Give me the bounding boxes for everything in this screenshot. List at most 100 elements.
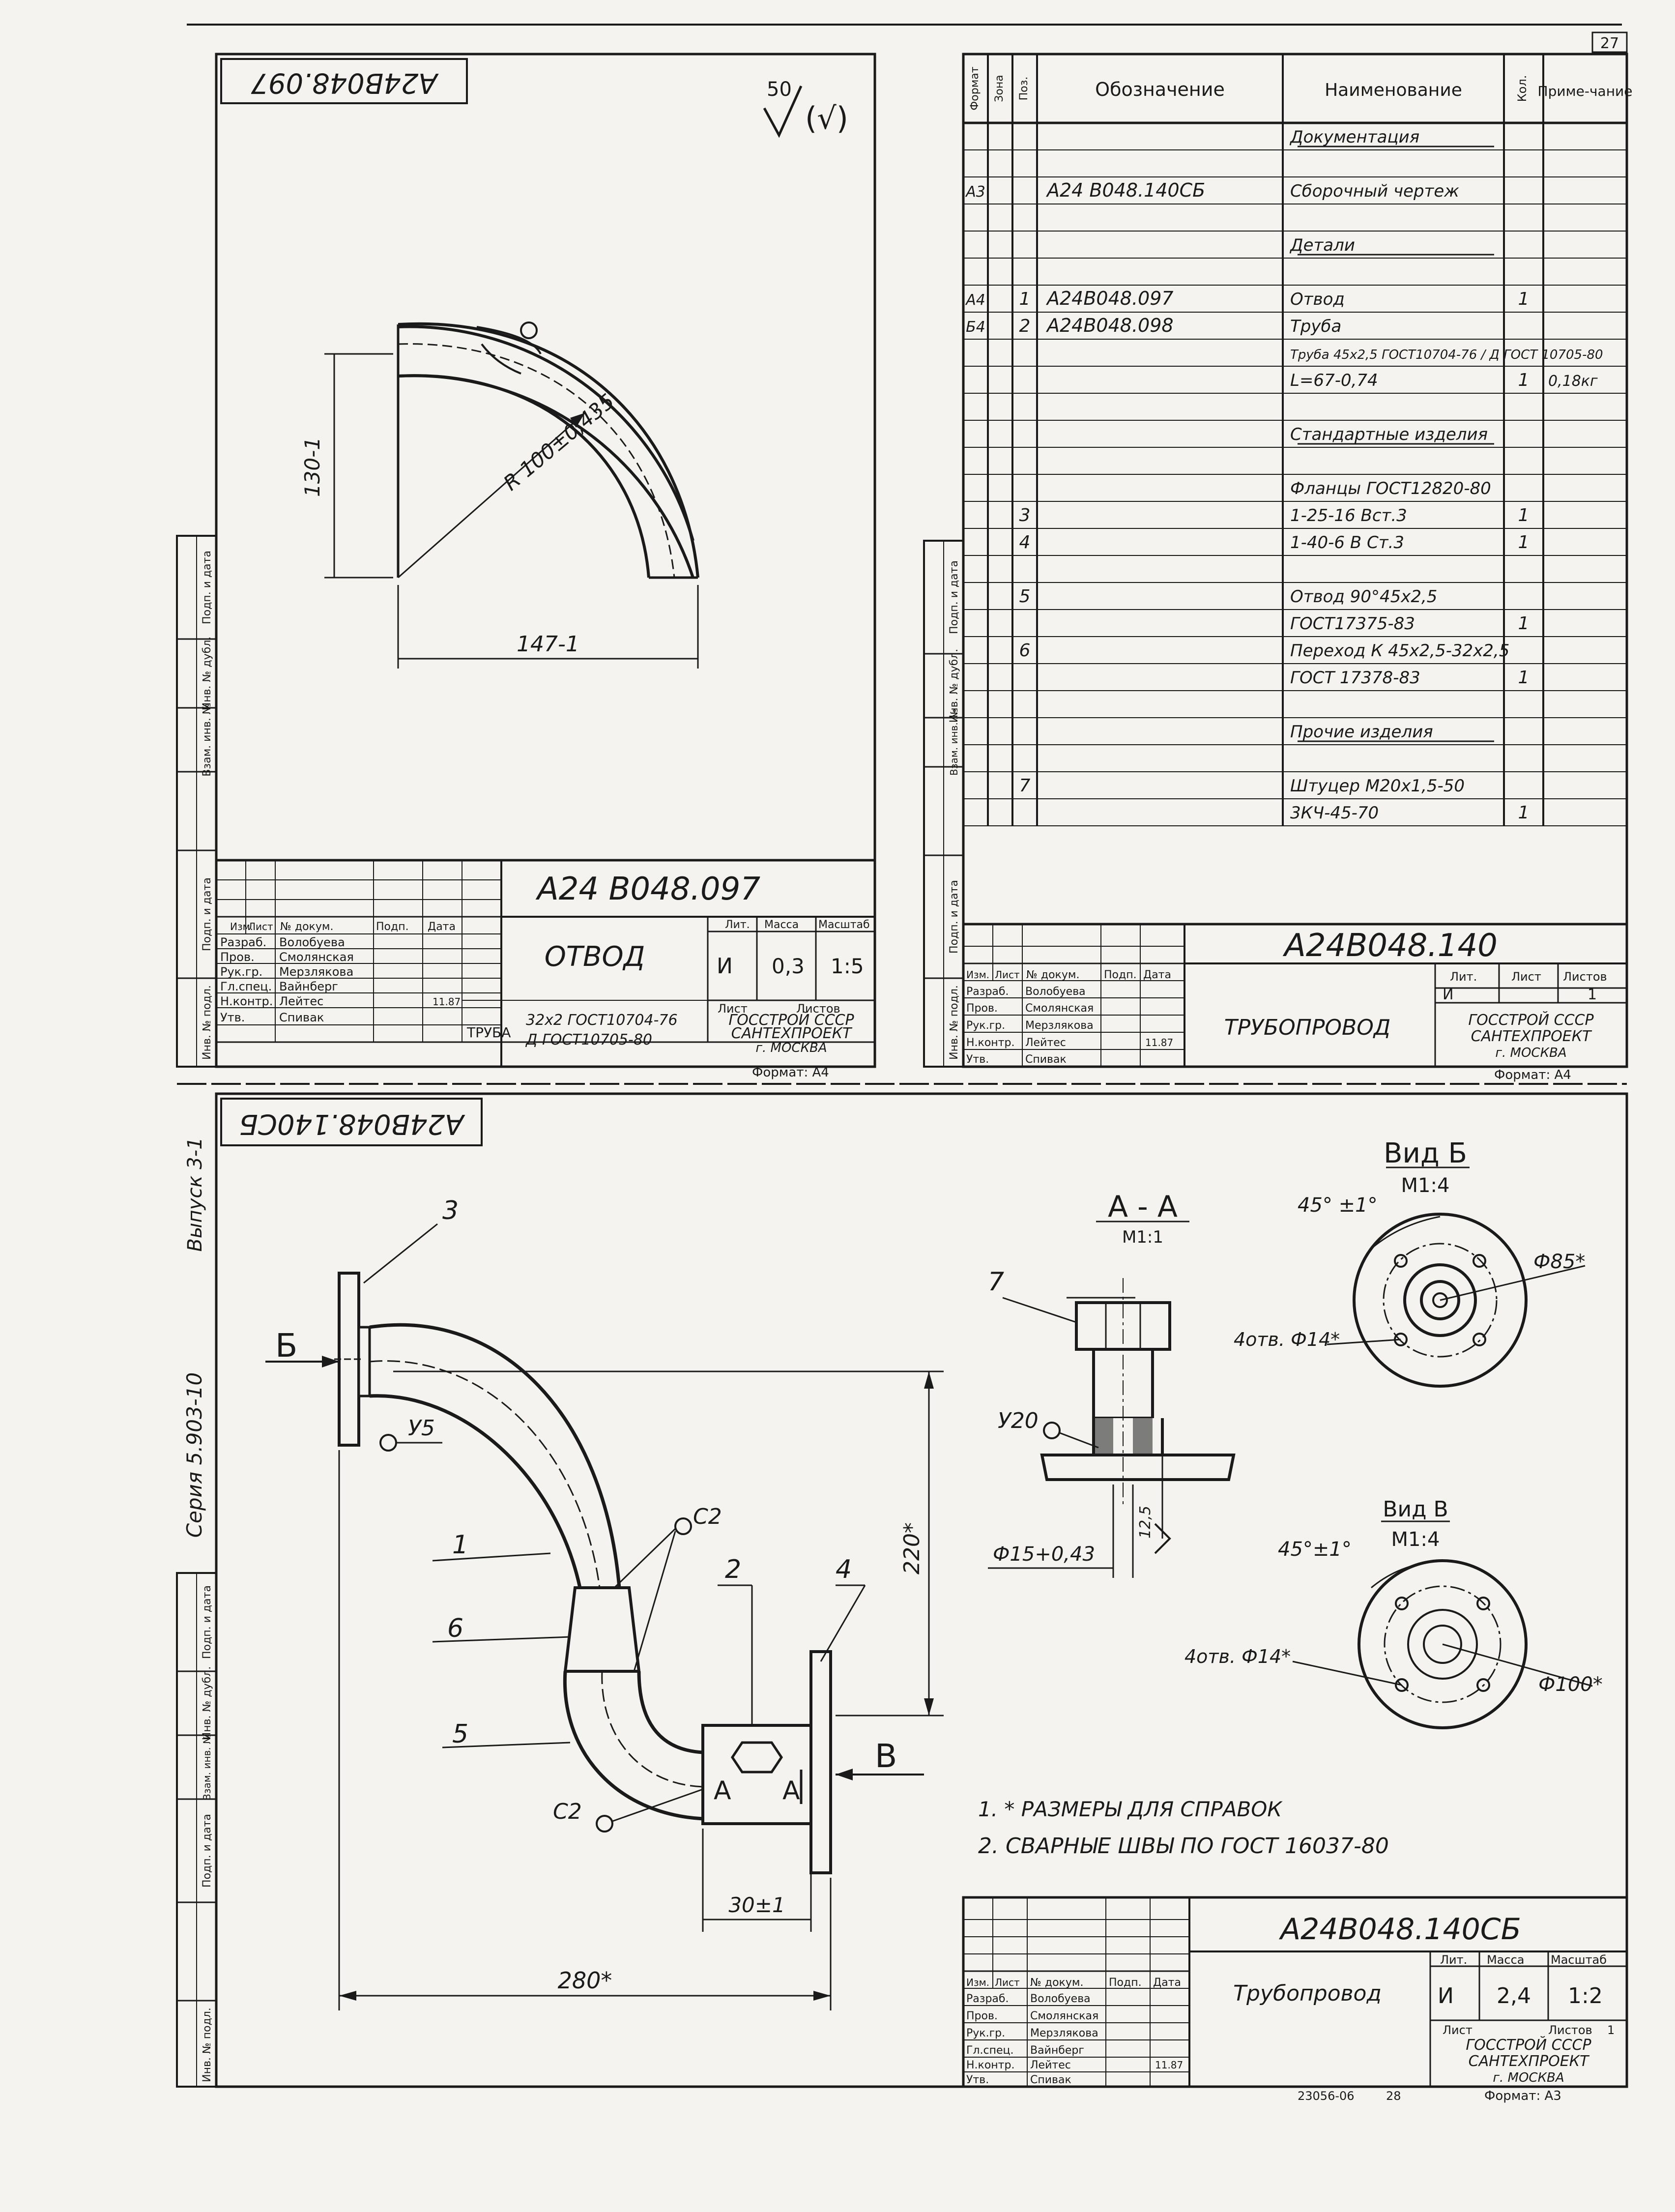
spec-row-format: А4 — [965, 291, 985, 309]
spec-row-kol: 1 — [1518, 613, 1530, 634]
archive-sheet: 28 — [1386, 2089, 1401, 2103]
tb2-lit-val: И — [1443, 986, 1453, 1003]
spec-row-naimenovanie: L=67-0,74 — [1290, 371, 1378, 390]
tb1-list-label: Лист — [718, 1002, 748, 1016]
spec-row-naimenovanie: Детали — [1289, 235, 1355, 255]
tb2-date: 11.87 — [1145, 1037, 1173, 1048]
spec-row-poz: 5 — [1019, 586, 1031, 607]
tb1-massa-val: 0,3 — [772, 954, 805, 978]
tb1-lit-val: И — [717, 954, 733, 979]
tb1-p-utv: Спивак — [279, 1011, 324, 1024]
roughness-mark: (√) — [805, 100, 848, 136]
sheet-2-name: ТРУБОПРОВОД — [1224, 1015, 1391, 1040]
tb3-izm: Изм. — [966, 1977, 989, 1988]
sheet-2-side-stamp: Подп. и дата Инв. № дубл. Взам. инв. № П… — [923, 540, 964, 1068]
tb3-org3: г. МОСКВА — [1493, 2070, 1564, 2085]
tb2-format: Формат: А4 — [1494, 1068, 1571, 1082]
tb3-p-ruk-gr: Мерзлякова — [1030, 2027, 1098, 2039]
tb1-date: 11.87 — [433, 996, 461, 1008]
note-1: 1. * РАЗМЕРЫ ДЛЯ СПРАВОК — [978, 1797, 1283, 1821]
sheet-3-name: Трубопровод — [1233, 1981, 1382, 2006]
s1-side-inv-dubl: Инв. № дубл. — [201, 637, 213, 711]
tb3-p-utv: Спивак — [1030, 2074, 1071, 2086]
tb2-izm: Изм. — [966, 969, 989, 981]
spec-row-naimenovanie: Переход К 45х2,5-32х2,5 — [1290, 641, 1509, 661]
reducer-6 — [563, 1586, 641, 1673]
spec-header-oboznachenie: Обозначение — [1095, 79, 1225, 100]
tb3-p-prov: Смолянская — [1030, 2010, 1098, 2022]
spec-row-poz: 4 — [1019, 532, 1031, 553]
dim-220: 220* — [899, 1522, 924, 1574]
tb1-doc: № докум. — [280, 921, 333, 933]
tb1-p-razrab: Волобуева — [279, 935, 345, 949]
spec-row-primechanie: 0,18кг — [1548, 373, 1598, 390]
view-v-letter: В — [875, 1737, 897, 1775]
tb3-gl-spec: Гл.спец. — [966, 2044, 1013, 2057]
weld-u5: У5 — [408, 1416, 435, 1441]
tb1-masshtab: Масштаб — [818, 919, 870, 931]
view-v-title: Вид В — [1383, 1497, 1448, 1522]
spec-row-kol: 1 — [1518, 289, 1530, 309]
s1-side-podp-data2: Подп. и дата — [201, 551, 213, 624]
tb3-org1: ГОССТРОЙ СССР — [1466, 2036, 1591, 2054]
view-b: Вид Б М1:4 45° ±1° Ф85* 4отв. Ф14* — [1234, 1137, 1586, 1388]
callout-3: 3 — [442, 1196, 459, 1225]
tb2-doc: № докум. — [1026, 969, 1079, 981]
sheet-1-side-stamp: Подп. и дата Инв. № дубл. Взам. инв. № П… — [176, 535, 217, 1068]
tb3-lit-val: И — [1438, 1983, 1454, 2008]
tb1-utv: Утв. — [220, 1011, 245, 1024]
callout-5: 5 — [452, 1719, 468, 1749]
tb2-p-ruk-gr: Мерзлякова — [1025, 1019, 1094, 1032]
tb1-podp: Подп. — [376, 921, 409, 933]
sheet-1-stamp: А24В048.097 — [251, 67, 439, 99]
tb3-p-razrab: Волобуева — [1030, 1993, 1091, 2005]
sheet-3-stamp: А24В048.140СБ — [239, 1108, 465, 1140]
note-2: 2. СВАРНЫЕ ШВЫ ПО ГОСТ 16037-80 — [978, 1834, 1389, 1859]
callout-6: 6 — [447, 1614, 463, 1643]
roughness-check-icon — [763, 85, 803, 138]
tb2-n-kontr: Н.контр. — [966, 1037, 1014, 1049]
tb3-list-label: Лист — [1443, 2023, 1473, 2037]
spec-row-naimenovanie: Фланцы ГОСТ12820-80 — [1290, 479, 1491, 498]
spec-row-kol: 1 — [1518, 505, 1530, 525]
page-number: 27 — [1600, 35, 1619, 52]
tb2-p-razrab: Волобуева — [1025, 986, 1086, 998]
tb3-p-n-kontr: Лейтес — [1030, 2059, 1071, 2071]
s2-side-vzam-inv: Взам. инв. № — [948, 709, 960, 776]
tb2-podp: Подп. — [1104, 969, 1137, 981]
tb3-data: Дата — [1153, 1977, 1181, 1989]
spec-row-naimenovanie: 1-25-16 Вст.3 — [1290, 506, 1407, 525]
tb3-listov-val: 1 — [1607, 2023, 1615, 2037]
s1-side-podp-data: Подп. и дата — [201, 877, 213, 951]
sheet-1-stamp-box — [220, 58, 468, 104]
tb2-org1: ГОССТРОЙ СССР — [1468, 1011, 1594, 1029]
tb3-listov: Листов — [1548, 2023, 1592, 2037]
tb2-p-utv: Спивак — [1025, 1053, 1067, 1066]
s2-side-inv-dubl: Инв. № дубл. — [948, 649, 960, 723]
tb2-prov: Пров. — [966, 1002, 998, 1015]
section-mark-a2: А — [782, 1776, 800, 1805]
tb1-org3: г. МОСКВА — [755, 1041, 827, 1055]
view-v-holes: 4отв. Ф14* — [1184, 1646, 1291, 1667]
spec-row-naimenovanie: Прочие изделия — [1290, 722, 1433, 742]
spec-header-poz: Поз. — [1018, 77, 1030, 101]
spec-row-poz: 6 — [1019, 640, 1031, 661]
tb2-list-label: Лист — [1511, 970, 1541, 984]
view-b-scale: М1:4 — [1401, 1174, 1450, 1197]
tb2-org3: г. МОСКВА — [1495, 1046, 1566, 1060]
tb3-org2: САНТЕХПРОЕКТ — [1469, 2053, 1590, 2070]
tb1-massa: Масса — [764, 919, 799, 931]
tb3-lit: Лит. — [1440, 1953, 1467, 1967]
tb2-utv: Утв. — [966, 1053, 989, 1066]
tb1-lit: Лит. — [725, 919, 750, 931]
pipe-2 — [701, 1724, 812, 1825]
tb1-p-gl-spec: Вайнберг — [279, 980, 338, 993]
tb1-gl-spec: Гл.спец. — [220, 980, 272, 993]
tb1-material-1: 32х2 ГОСТ10704-76 — [526, 1012, 678, 1029]
spec-row-naimenovanie: Штуцер М20х1,5-50 — [1290, 776, 1465, 796]
weld-c2a-icon — [674, 1517, 692, 1535]
